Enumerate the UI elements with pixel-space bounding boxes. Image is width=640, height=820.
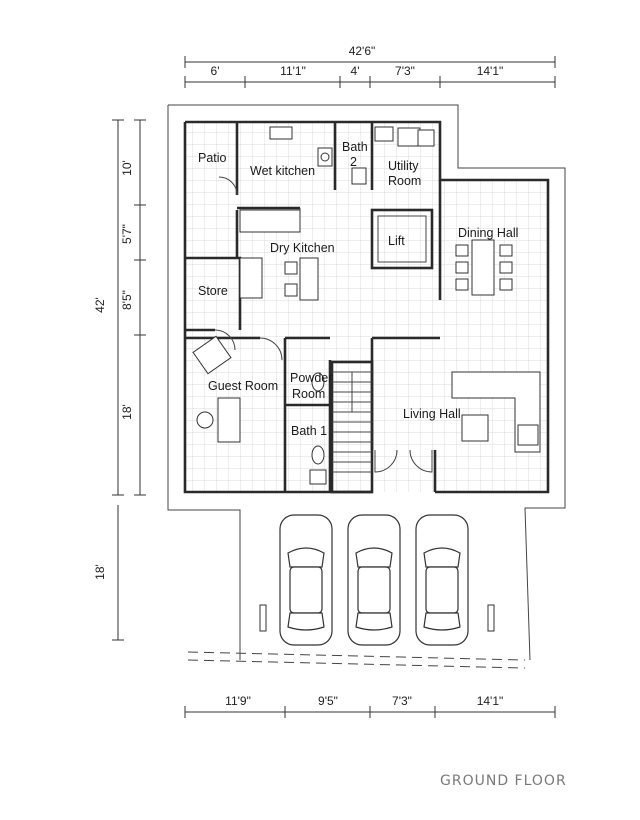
label-powder-line2: Room bbox=[292, 387, 325, 401]
dim-left-3: 8'5" bbox=[120, 290, 134, 310]
car-icon bbox=[415, 514, 469, 646]
floor-tiles bbox=[185, 122, 548, 492]
dim-left-lower: 18' bbox=[93, 564, 107, 580]
dim-bottom-3: 7'3" bbox=[392, 694, 412, 708]
dim-top-4: 7'3" bbox=[395, 64, 415, 78]
dim-top-total: 42'6" bbox=[349, 44, 376, 58]
label-patio: Patio bbox=[198, 151, 227, 165]
guest-room-furniture bbox=[192, 335, 241, 443]
label-lift: Lift bbox=[388, 234, 405, 248]
dim-left-total: 42' bbox=[93, 297, 107, 313]
label-guest-room: Guest Room bbox=[208, 379, 278, 393]
dining-table bbox=[455, 239, 513, 296]
car-icon bbox=[347, 514, 401, 646]
fixtures bbox=[239, 126, 435, 299]
dim-left-1: 10' bbox=[120, 160, 134, 176]
left-dimension-chain: 42' 10' 5'7" 8'5" 18' 18' bbox=[93, 119, 146, 641]
site-boundary bbox=[167, 104, 566, 661]
dim-top-1: 6' bbox=[211, 64, 220, 78]
dim-bottom-4: 14'1" bbox=[477, 694, 504, 708]
label-dry-kitchen: Dry Kitchen bbox=[270, 241, 335, 255]
label-bath-2-line2: 2 bbox=[350, 155, 357, 169]
top-dimension-chain: 42'6" 6' 11'1" 4' 7'3" 14'1" bbox=[184, 44, 556, 88]
label-utility-line2: Room bbox=[388, 174, 421, 188]
dim-bottom-1: 11'9" bbox=[225, 694, 251, 708]
label-utility-line1: Utility bbox=[388, 159, 419, 173]
dim-left-4: 18' bbox=[120, 404, 134, 420]
dim-bottom-2: 9'5" bbox=[318, 694, 338, 708]
dim-top-2: 11'1" bbox=[280, 64, 306, 78]
label-powder-line1: Powder bbox=[290, 371, 332, 385]
bath-fixtures bbox=[309, 372, 327, 485]
label-bath-1: Bath 1 bbox=[291, 424, 327, 438]
dim-left-2: 5'7" bbox=[120, 224, 134, 244]
label-wet-kitchen: Wet kitchen bbox=[250, 164, 315, 178]
floor-title: GROUND FLOOR bbox=[440, 773, 567, 789]
dry-kitchen-table bbox=[284, 257, 319, 301]
walls bbox=[183, 120, 550, 494]
living-sofa bbox=[451, 371, 541, 453]
label-bath-2-line1: Bath bbox=[342, 140, 368, 154]
driveway bbox=[187, 604, 526, 669]
label-living-hall: Living Hall bbox=[403, 407, 461, 421]
dim-top-3: 4' bbox=[351, 64, 360, 78]
dim-top-5: 14'1" bbox=[477, 64, 504, 78]
label-dining-hall: Dining Hall bbox=[458, 226, 518, 240]
staircase bbox=[332, 371, 372, 473]
cars bbox=[279, 514, 469, 646]
label-store: Store bbox=[198, 284, 228, 298]
car-icon bbox=[279, 514, 333, 646]
bottom-dimension-chain: 11'9" 9'5" 7'3" 14'1" bbox=[184, 694, 556, 718]
room-labels: Patio Wet kitchen Bath 2 Utility Room Li… bbox=[198, 140, 518, 438]
